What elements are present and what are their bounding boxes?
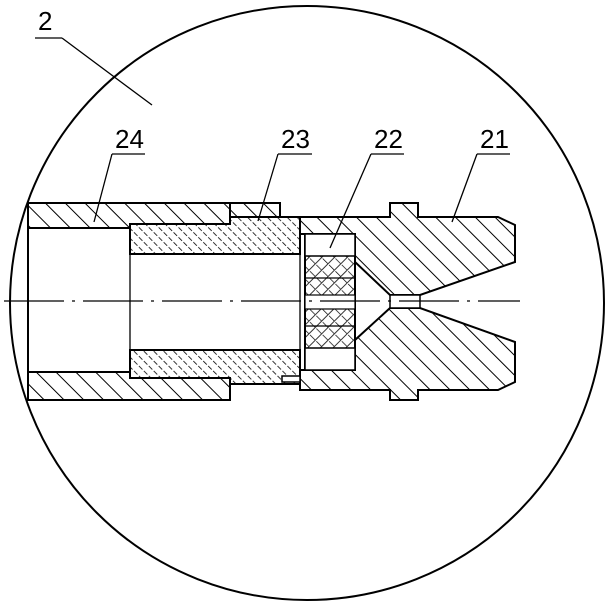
figure-label: 2: [38, 6, 52, 36]
callout-23: 23: [257, 124, 312, 222]
callout-22-label: 22: [374, 124, 403, 154]
callout-22: 22: [329, 124, 404, 249]
part-21-nozzle-body: [229, 202, 516, 401]
part-23-liner: [129, 216, 301, 385]
callout-21-label: 21: [480, 124, 509, 154]
part-22-insert: [304, 233, 356, 371]
callout-21: 21: [451, 124, 510, 223]
figure-label-group: 2: [35, 6, 153, 106]
callout-23-label: 23: [281, 124, 310, 154]
detail-circle: [9, 5, 605, 601]
callout-24-label: 24: [115, 124, 144, 154]
callout-24: 24: [93, 124, 145, 223]
